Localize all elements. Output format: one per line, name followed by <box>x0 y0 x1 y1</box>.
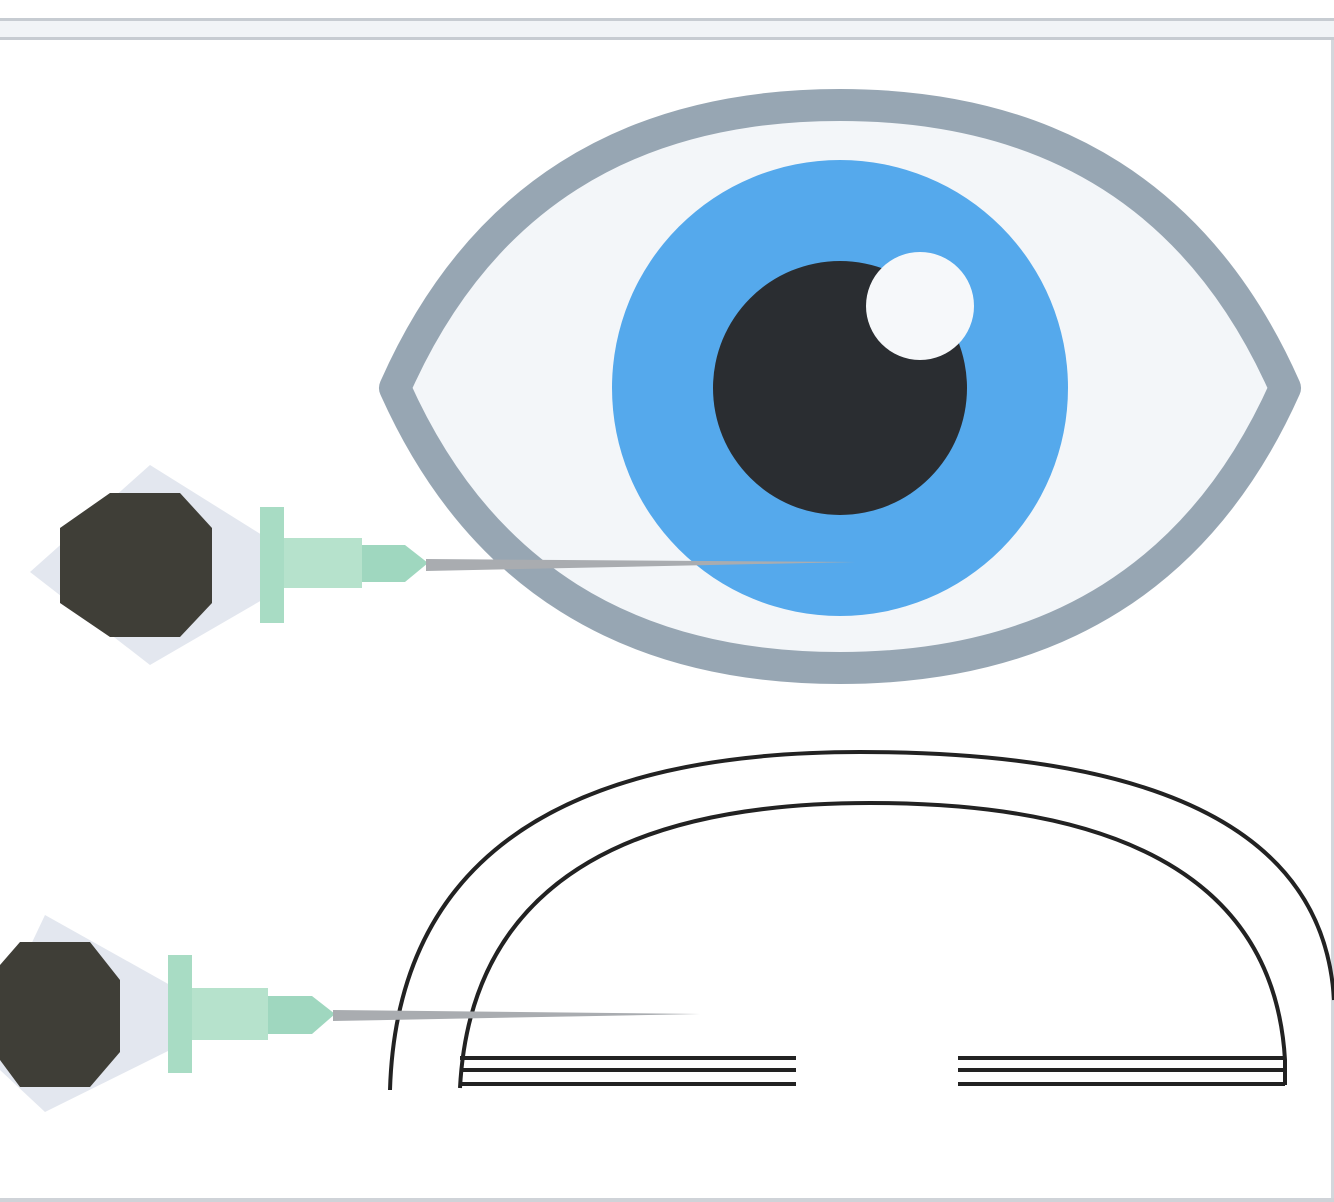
top-scroll-bar <box>0 18 1334 40</box>
outer-wall <box>388 749 1334 1091</box>
needle <box>333 1010 700 1021</box>
bottom-border <box>0 1198 1334 1202</box>
hub-body <box>192 988 268 1040</box>
eye-highlight <box>866 252 974 360</box>
eye-cross-section-icon <box>388 749 1334 1091</box>
hub-tip <box>362 545 428 582</box>
syringe-needle-icon-top <box>30 465 855 665</box>
needle <box>426 559 855 571</box>
hub-body <box>284 538 362 588</box>
syringe-cap <box>60 493 212 637</box>
inner-wall <box>458 800 1287 1089</box>
hub-flange <box>168 955 192 1073</box>
hub-tip <box>268 996 335 1034</box>
syringe-needle-icon-bottom <box>0 915 700 1112</box>
hub-flange <box>260 507 284 623</box>
right-border <box>1331 40 1334 1200</box>
syringe-cap <box>0 942 120 1087</box>
eye-icon <box>379 89 1301 684</box>
